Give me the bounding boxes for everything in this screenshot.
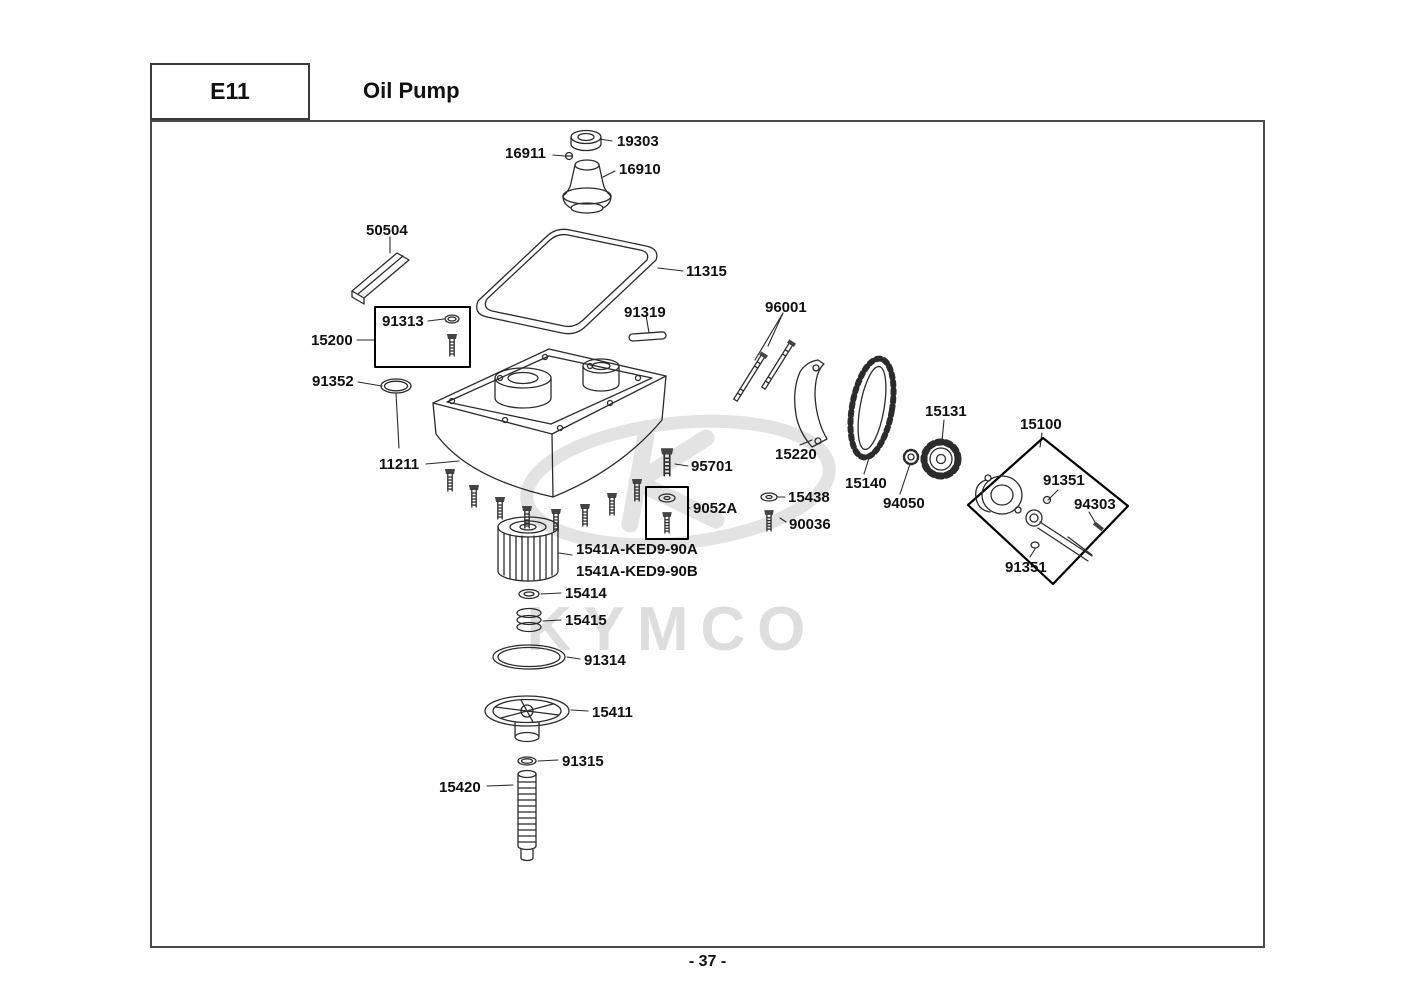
drawing-filler-neck: [562, 159, 612, 214]
part-label-15414: 15414: [565, 585, 607, 602]
drawing-oil-cap: [570, 129, 602, 152]
part-label-91314: 91314: [584, 652, 626, 669]
part-label-94050: 94050: [883, 495, 925, 512]
drawing-washer-15438: [760, 492, 778, 502]
drawing-spring: [516, 607, 542, 633]
drawing-nut-94050: [902, 448, 920, 466]
part-label-16910: 16910: [619, 161, 661, 178]
page-title: Oil Pump: [363, 78, 460, 103]
drawing-bracket: [351, 252, 410, 305]
page-number: - 37 -: [688, 953, 727, 970]
part-label-91351-top: 91351: [1043, 472, 1085, 489]
part-label-50504: 50504: [366, 222, 408, 239]
drawing-chain: [847, 355, 897, 461]
part-label-1541A-KED9-90A: 1541A-KED9-90A: [576, 541, 698, 558]
drawing-oring-91314: [492, 644, 566, 670]
drawing-pan-gasket: [476, 228, 658, 335]
part-label-11315: 11315: [686, 263, 727, 280]
drawing-oil-filter: [497, 516, 559, 582]
section-code: E11: [210, 78, 250, 104]
part-label-91352: 91352: [312, 373, 354, 390]
part-label-11211: 11211: [379, 456, 420, 473]
drawing-sprocket: [920, 438, 962, 480]
part-label-16911: 16911: [505, 145, 546, 162]
part-label-91313: 91313: [382, 313, 424, 330]
drawing-detail-box-15200: [374, 306, 471, 368]
drawing-cap-screw: [564, 151, 574, 161]
part-label-96001: 96001: [765, 299, 807, 316]
part-label-1541A-KED9-90B: 1541A-KED9-90B: [576, 563, 698, 580]
diagram-frame: [150, 120, 1265, 948]
drawing-oring-91352: [380, 378, 412, 394]
part-label-15411: 15411: [592, 704, 633, 721]
drawing-detail-box-9052A: [645, 486, 689, 540]
kymco-watermark-logo: [520, 414, 836, 552]
part-label-94303: 94303: [1074, 496, 1116, 513]
part-label-15200: 15200: [311, 332, 353, 349]
drawing-oil-pump-assembly: [966, 436, 1130, 586]
drawing-oil-pan: [432, 348, 667, 498]
drawing-bolts-96001: [731, 338, 797, 403]
part-label-95701: 95701: [691, 458, 733, 475]
drawing-strainer-cap: [484, 695, 570, 743]
drawing-drain-tube: [517, 769, 537, 862]
part-label-19303: 19303: [617, 133, 659, 150]
drawing-chain-guide: [794, 359, 828, 448]
part-label-91351-bottom: 91351: [1005, 559, 1047, 576]
drawing-washer-15414: [518, 588, 540, 600]
drawing-plate-91319: [628, 331, 667, 342]
part-label-15415: 15415: [565, 612, 607, 629]
part-label-91319: 91319: [624, 304, 666, 321]
part-label-15220: 15220: [775, 446, 817, 463]
part-label-15100: 15100: [1020, 416, 1062, 433]
part-label-15140: 15140: [845, 475, 887, 492]
part-label-15131: 15131: [925, 403, 967, 420]
drawing-oring-91315: [517, 756, 537, 766]
part-label-15420: 15420: [439, 779, 481, 796]
part-label-91315: 91315: [562, 753, 604, 770]
part-label-90036: 90036: [789, 516, 831, 533]
part-label-15438: 15438: [788, 489, 830, 506]
kymco-watermark-text: KYMCO: [527, 595, 818, 664]
section-code-box: E11: [150, 63, 310, 120]
part-label-9052A: 9052A: [693, 500, 738, 517]
